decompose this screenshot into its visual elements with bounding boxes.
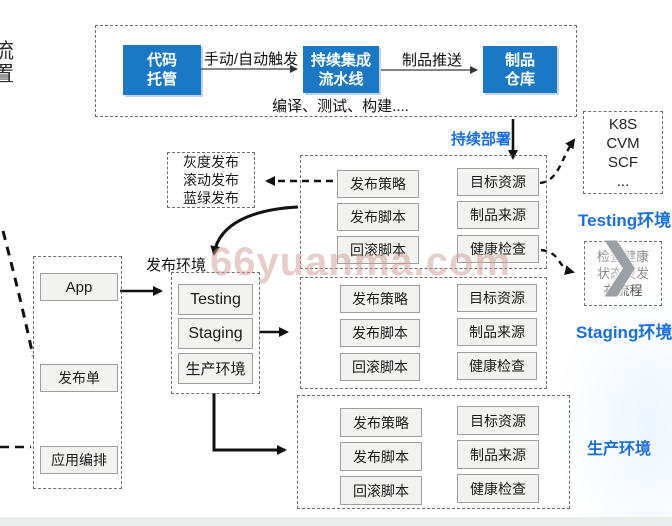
- check-flow-line3: 布流程: [603, 283, 643, 298]
- resource-type-more: ...: [616, 172, 630, 190]
- testing-env-label: Testing环境: [578, 211, 672, 230]
- rollback-script-item: 回滚脚本: [340, 353, 420, 381]
- resource-type-cvm: CVM: [606, 134, 640, 152]
- ci-pipeline-node: 持续集成 流水线: [303, 46, 379, 93]
- staging-env-config-group: [300, 277, 547, 389]
- prod-env-label: 生产环境: [587, 441, 652, 458]
- artifact-source-item: 制品来源: [457, 440, 539, 469]
- health-check-flow-box: 检查健康 状态及发 布流程: [584, 241, 662, 306]
- release-script-item: 发布脚本: [340, 319, 420, 347]
- arrow-config-to-release-env: [210, 205, 299, 256]
- testing-env-config-group: [300, 155, 547, 269]
- check-flow-line1: 检查健康: [596, 249, 649, 264]
- dashed-curve-left: [1, 230, 35, 357]
- ci-pipeline-box: [95, 25, 577, 117]
- clipped-left-line1: 流: [0, 40, 14, 63]
- strategy-rolling-release: 滚动发布: [183, 172, 239, 188]
- next-chevron-icon[interactable]: ❯: [596, 232, 643, 295]
- footer-strip: [0, 517, 672, 526]
- artifact-push-label: 制品推送: [401, 51, 462, 69]
- target-resource-item: 目标资源: [457, 168, 539, 196]
- arrow-healthcheck-to-flow: [540, 248, 575, 276]
- arrow-selector-to-prod-group: [212, 393, 287, 455]
- release-strategy-options-box: 灰度发布 滚动发布 蓝绿发布: [167, 152, 255, 208]
- continuous-deploy-label: 持续部署: [451, 131, 512, 148]
- app-orchestration-item: 应用编排: [40, 446, 118, 474]
- resource-type-scf: SCF: [608, 153, 638, 171]
- env-item-testing: Testing: [178, 284, 253, 315]
- artifact-repo-node: 制品 仓库: [483, 46, 557, 93]
- env-item-staging: Staging: [178, 318, 253, 349]
- health-check-item: 健康检查: [457, 235, 539, 263]
- strategy-gray-release: 灰度发布: [183, 154, 239, 170]
- release-strategy-item: 发布策略: [340, 285, 420, 313]
- release-env-selector-box: [171, 272, 260, 394]
- arrow-target-resource-to-types: [539, 138, 576, 185]
- app-panel-box: [33, 256, 122, 489]
- target-resource-item: 目标资源: [457, 406, 539, 435]
- release-strategy-item: 发布策略: [337, 170, 419, 198]
- app-item: App: [40, 273, 118, 301]
- build-steps-label: 编译、测试、构建....: [272, 97, 409, 115]
- release-script-item: 发布脚本: [340, 442, 422, 471]
- release-strategy-item: 发布策略: [340, 408, 422, 437]
- artifact-source-item: 制品来源: [457, 318, 537, 346]
- staging-env-label: Staging环境: [576, 323, 672, 342]
- rollback-script-item: 回滚脚本: [340, 476, 422, 505]
- health-check-item: 健康检查: [457, 352, 537, 380]
- release-env-label: 发布环境: [146, 257, 207, 274]
- target-resource-item: 目标资源: [457, 284, 537, 312]
- env-item-production: 生产环境: [178, 353, 253, 384]
- resource-type-k8s: K8S: [608, 115, 638, 133]
- artifact-source-item: 制品来源: [457, 201, 539, 229]
- clipped-left-line2: 置: [0, 63, 14, 86]
- clipped-left-label: 流 置: [0, 40, 14, 86]
- prod-env-config-group: [297, 395, 570, 509]
- check-flow-line2: 状态及发: [596, 266, 649, 281]
- release-script-item: 发布脚本: [337, 203, 419, 231]
- code-hosting-node: 代码 托管: [123, 45, 201, 95]
- rollback-script-item: 回滚脚本: [337, 236, 419, 264]
- trigger-arrow-label: 手动/自动触发: [203, 50, 299, 68]
- strategy-bluegreen-release: 蓝绿发布: [183, 190, 239, 206]
- health-check-item: 健康检查: [457, 474, 539, 503]
- release-order-item: 发布单: [40, 364, 118, 392]
- target-resource-types-box: K8S CVM SCF ...: [583, 111, 663, 194]
